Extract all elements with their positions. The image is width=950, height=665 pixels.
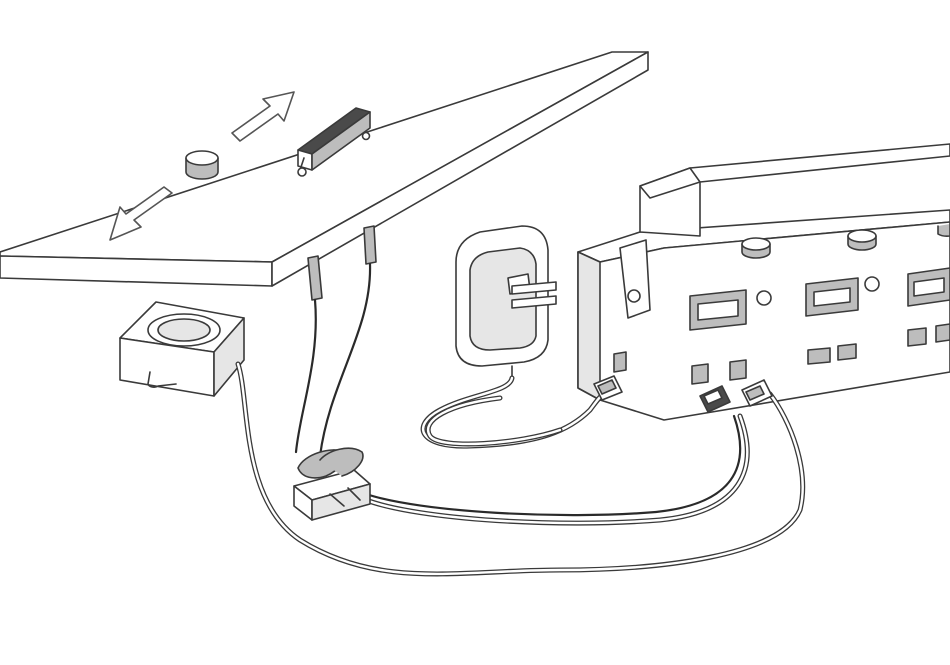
arrow-up-right-icon <box>231 91 295 142</box>
wire-connector-block <box>293 447 371 521</box>
cables <box>235 361 806 577</box>
rj-plugs <box>593 375 773 413</box>
sensor-probes <box>294 225 377 458</box>
magnet-puck <box>185 150 219 180</box>
hub-large-ports <box>689 267 950 331</box>
speaker-box <box>119 301 245 397</box>
controller-hub <box>577 143 950 421</box>
speaker-plug <box>741 379 773 407</box>
power-adapter <box>455 225 557 381</box>
arrow-down-left-icon <box>109 186 173 241</box>
table-surface <box>0 51 649 287</box>
reed-switch-sensor <box>297 107 371 177</box>
adapter-plug <box>593 375 623 401</box>
hub-top-buttons <box>741 223 950 259</box>
direction-arrows <box>109 91 295 241</box>
speaker-cable <box>235 361 806 577</box>
hub-small-jacks <box>613 323 950 385</box>
connector-to-hub-cable <box>363 413 750 526</box>
sensor-plug <box>699 385 731 413</box>
adapter-cable <box>420 375 607 449</box>
